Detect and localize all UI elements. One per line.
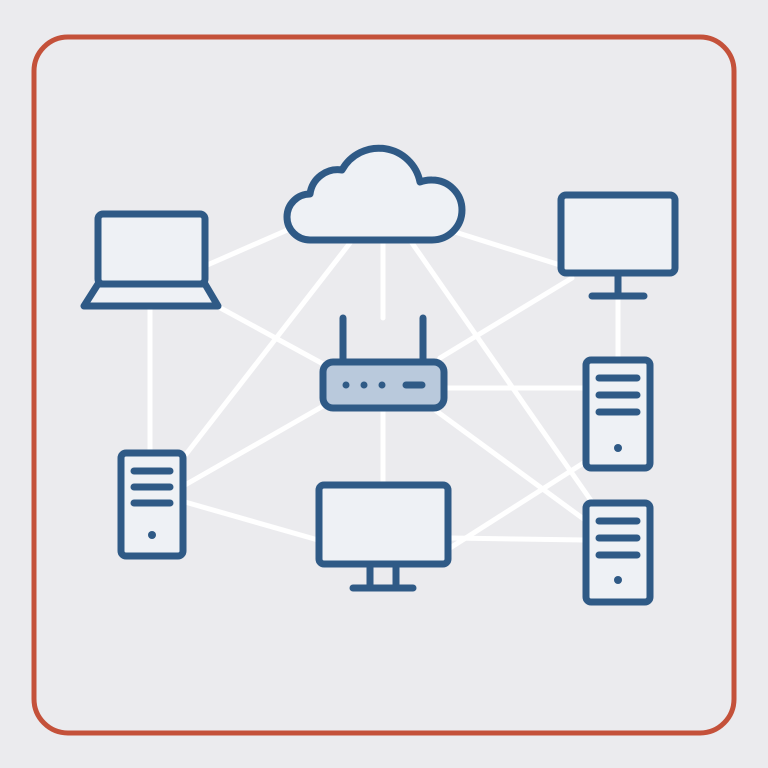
- server-icon: [117, 449, 187, 560]
- monitor-icon: [557, 191, 679, 300]
- link: [182, 499, 321, 543]
- link: [452, 229, 563, 268]
- link: [447, 459, 588, 551]
- link: [212, 302, 328, 368]
- link: [409, 240, 595, 505]
- server-icon: [582, 499, 654, 606]
- link: [447, 535, 588, 543]
- link: [437, 275, 575, 361]
- link: [432, 407, 588, 523]
- link: [202, 225, 295, 269]
- cloud-icon: [283, 144, 466, 244]
- router-icon: [319, 314, 448, 412]
- links: [147, 225, 621, 551]
- server-icon: [582, 356, 654, 472]
- laptop-icon: [80, 210, 222, 310]
- link: [177, 240, 353, 465]
- monitor-icon: [315, 481, 452, 592]
- link: [182, 402, 328, 488]
